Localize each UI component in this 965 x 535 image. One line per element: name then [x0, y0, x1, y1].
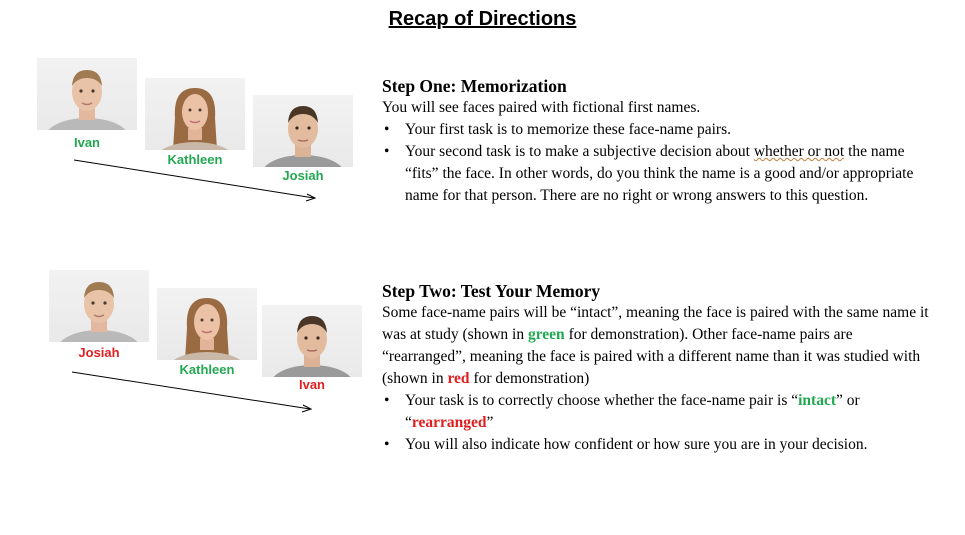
page-title: Recap of Directions [388, 8, 577, 30]
rearranged-label: rearranged [411, 414, 487, 431]
spellcheck-underlined-text: whether or not [753, 143, 845, 160]
male-face-photo [262, 305, 362, 377]
step-two-heading: Step Two: Test Your Memory [382, 281, 601, 301]
step-one-heading: Step One: Memorization [382, 76, 567, 96]
step-two-paragraph: Some face-name pairs will be “intact”, m… [382, 304, 929, 387]
step-one-bullets: •Your first task is to memorize these fa… [382, 119, 937, 207]
face-name-label: Ivan [298, 377, 325, 392]
face-name-label: Josiah [78, 345, 120, 360]
male-face-photo [253, 95, 353, 167]
step-one-section: Step One: Memorization You will see face… [382, 75, 937, 207]
list-item: •Your task is to correctly choose whethe… [384, 392, 860, 431]
list-item: •Your first task is to memorize these fa… [384, 121, 731, 138]
green-highlight-text: green [527, 326, 565, 343]
step-two-section: Step Two: Test Your Memory Some face-nam… [382, 280, 937, 456]
intact-label: intact [798, 392, 836, 409]
step-one-intro: You will see faces paired with fictional… [382, 99, 701, 116]
step-two-bullets: •Your task is to correctly choose whethe… [382, 390, 937, 456]
female-face-photo [145, 78, 245, 150]
arrow-right-icon [71, 371, 313, 413]
list-item: •Your second task is to make a subjectiv… [384, 143, 914, 204]
male-face-photo [37, 58, 137, 130]
face-name-label: Kathleen [179, 362, 235, 377]
face-name-label: Ivan [73, 135, 100, 150]
arrow-right-icon [73, 159, 317, 202]
face-name-label: Kathleen [167, 152, 223, 167]
male-face-photo [49, 270, 149, 342]
face-name-label: Josiah [282, 168, 324, 183]
list-item: •You will also indicate how confident or… [384, 436, 868, 453]
red-highlight-text: red [447, 370, 470, 387]
female-face-photo [157, 288, 257, 360]
